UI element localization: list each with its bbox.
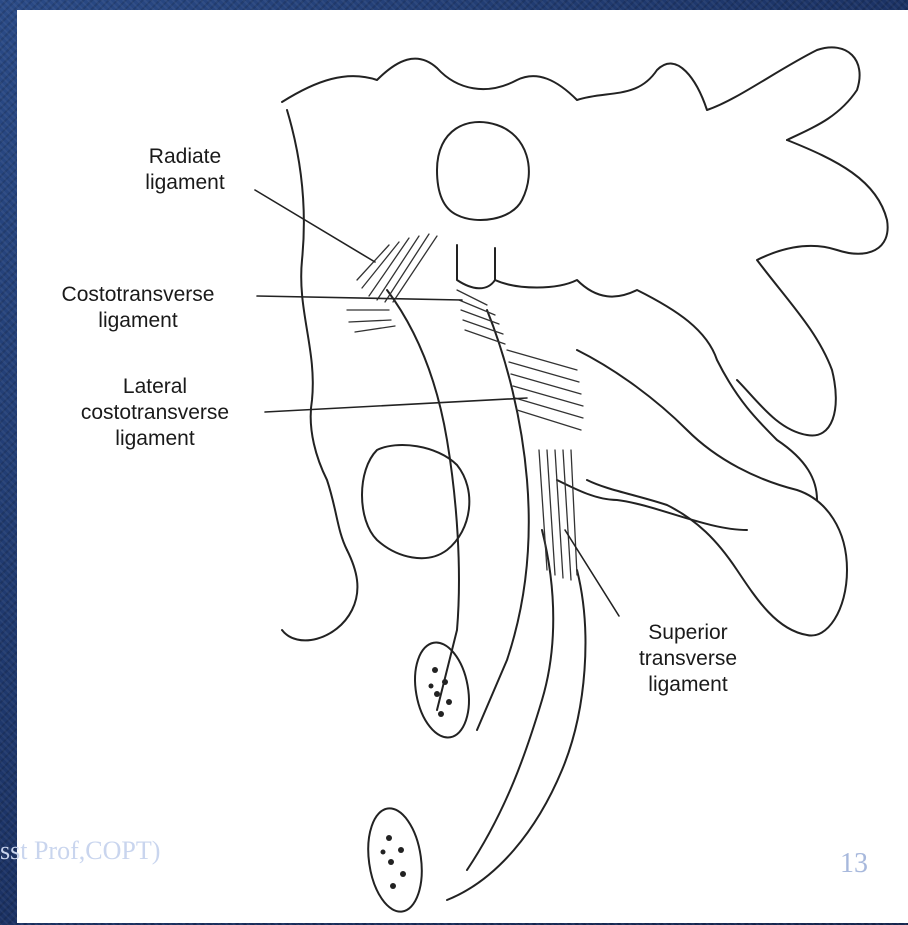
- superior-transverse-ligament-fibres: [539, 450, 577, 580]
- spinous-process-outline: [737, 140, 888, 436]
- costotransverse-ligament-label: Costotransverse ligament: [27, 282, 249, 334]
- lower-rib-shaft: [467, 530, 553, 870]
- costotransverse-leader-line: [257, 296, 462, 300]
- radiate-ligament-fibres: [347, 234, 437, 332]
- vertebral-body-outline: [287, 110, 347, 550]
- lateral-costotransverse-ligament-label: Lateral costotransverse ligament: [47, 374, 263, 452]
- slide-page-number: 13: [840, 848, 868, 880]
- slide-footer-author: sst Prof,COPT): [0, 836, 160, 866]
- costotransverse-ligament-fibres: [457, 290, 505, 344]
- superior-transverse-ligament-label: Superior transverse ligament: [613, 620, 763, 698]
- lower-transverse-process-outline: [577, 350, 847, 636]
- radiate-ligament-label: Radiate ligament: [115, 144, 255, 196]
- anatomy-figure: Radiate ligament Costotransverse ligamen…: [17, 10, 908, 923]
- bone-marrow-dots: [381, 667, 453, 889]
- lower-rib-cross-section: [362, 805, 428, 915]
- upper-vertebra-outline: [282, 47, 860, 140]
- rib-head-outline: [362, 445, 469, 558]
- superior-transverse-leader-line: [565, 530, 619, 616]
- lateral-costotransverse-leader-line: [265, 398, 527, 412]
- articular-facet-outline: [437, 122, 529, 220]
- radiate-leader-line: [255, 190, 375, 262]
